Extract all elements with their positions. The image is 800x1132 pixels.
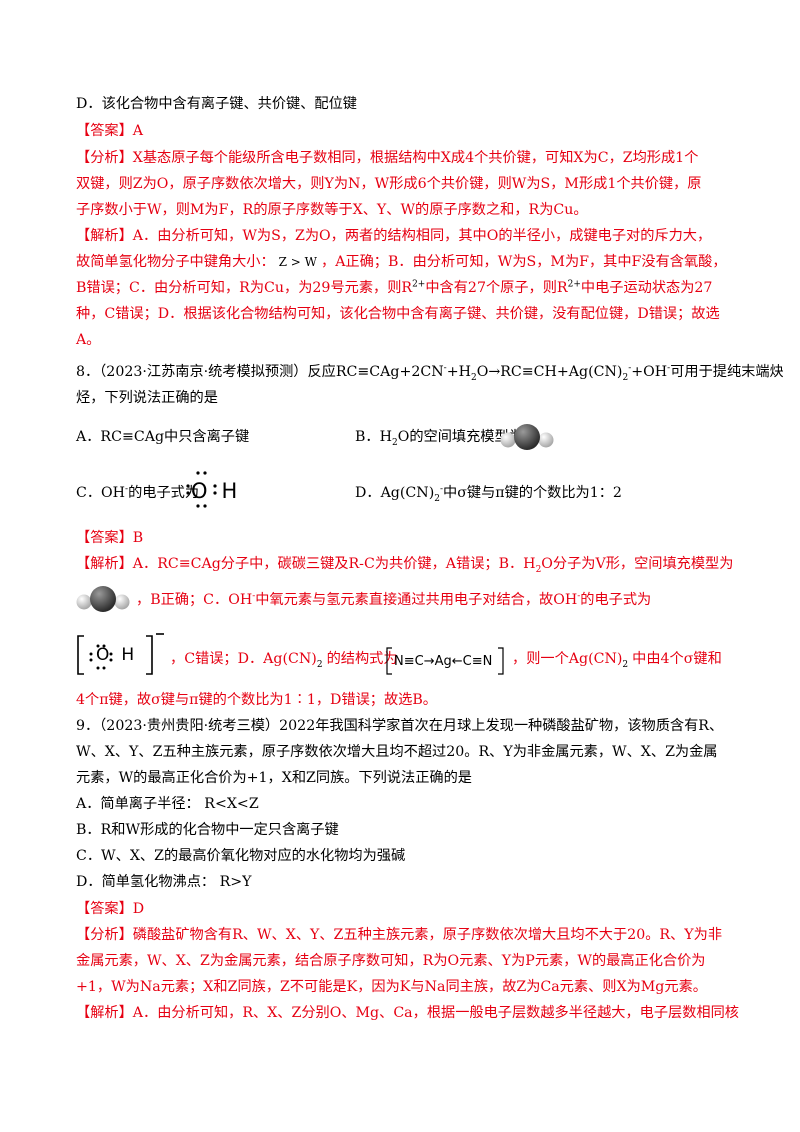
q8-answer: 【答案】B (76, 530, 144, 546)
q7-option-d: D．该化合物中含有离子键、共价键、配位键 (76, 96, 357, 112)
q7-answer: 【答案】A (76, 123, 143, 139)
q7-solution-line2: 故简单氢化物分子中键角大小：Z > W，A正确；B．由分析可知，W为S，M为F，… (76, 254, 727, 270)
q9-option-c: C．W、X、Z的最高价氧化物对应的水化物均为强碱 (76, 848, 406, 864)
q8-solution-line1: 【解析】A．RC≡CAg分子中，碳碳三键及R-C为共价键，A错误；B．H2O分子… (76, 556, 734, 575)
q9-option-b: B．R和W形成的化合物中一定只含离子键 (76, 822, 339, 838)
q9-option-a: A．简单离子半径： R<X<Z (76, 796, 259, 812)
q8-option-c: C．OH-的电子式为 (76, 484, 200, 501)
q9-solution-line1: 【解析】A．由分析可知，R、X、Z分别O、Mg、Ca，根据一般电子层数越多半径越… (76, 1005, 739, 1021)
q9-stem-line1: 9．（2023·贵州贵阳·统考三模）2022年我国科学家首次在月球上发现一种磷酸… (76, 718, 724, 734)
q7-solution-line4: 种，C错误；D．根据该化合物结构可知，该化合物中含有离子键、共价键，没有配位键，… (76, 306, 720, 322)
q8-stem-line2: 烃，下列说法正确的是 (76, 390, 218, 406)
h2o-space-filling-model-icon (500, 424, 554, 450)
electron-dots-icon (186, 471, 217, 508)
agcn2-structure-bracket (386, 647, 504, 675)
q9-analysis-line2: 金属元素，W、X、Z为金属元素，结合原子序数可知，R为O元素、Y为P元素，W的最… (76, 953, 706, 969)
q8-option-a: A．RC≡CAg中只含离子键 (76, 429, 250, 445)
agcn2-structure-text: N≡C→Ag←C≡N (394, 654, 493, 669)
q8-stem-line1: 8．（2023·江苏南京·统考模拟预测）反应RC≡CAg+2CN-+H2O→RC… (76, 363, 784, 383)
h2o-space-filling-model-icon-2 (76, 586, 130, 612)
q7-solution-line1: 【解析】A．由分析可知，W为S，Z为O，两者的结构相同，其中O的半径小，成键电子… (76, 228, 712, 244)
q7-analysis-line3: 子序数小于W，则M为F，R的原子序数等于X、Y、W的原子序数之和，R为Cu。 (76, 202, 588, 218)
q8-solution-line4: 4个π键，故σ键与π键的个数比为1∶1，D错误；故选B。 (76, 692, 437, 708)
q9-option-d: D．简单氢化物沸点： R>Y (76, 874, 252, 890)
q8-option-b: B．H2O的空间填充模型为 (355, 429, 523, 448)
q7-analysis-line1: 【分析】X基态原子每个能级所含电子数相同，根据结构中X成4个共价键，可知X为C，… (76, 150, 699, 166)
q7-analysis-line2: 双键，则Z为O，原子序数依次增大，则Y为N，W形成6个共价键，则W为S，M形成1… (76, 176, 702, 192)
q9-analysis-line1: 【分析】磷酸盐矿物含有R、W、X、Y、Z五种主族元素，原子序数依次增大且均不大于… (76, 927, 723, 943)
q9-stem-line3: 元素，W的最高正化合价为+1，X和Z同族。下列说法正确的是 (76, 770, 472, 786)
q9-analysis-line3: +1，W为Na元素；X和Z同族，Z不可能是K，因为K与Na同主族，故Z为Ca元素… (76, 979, 707, 995)
q7-solution-line5: A。 (76, 332, 101, 348)
q9-answer: 【答案】D (76, 901, 145, 917)
q7-solution-line3: B错误；C．由分析可知，R为Cu，为29号元素，则R2+中含有27个原子，则R2… (76, 279, 713, 296)
q8-solution-line2: ，B正确；C．OH-中氧元素与氢元素直接通过共用电子对结合，故OH-的电子式为 (136, 591, 652, 608)
q9-stem-line2: W、X、Y、Z五种主族元素，原子序数依次增大且均不超过20。R、Y为非金属元素，… (76, 744, 718, 760)
q8-option-d: D．Ag(CN)2-中σ键与π键的个数比为1：2 (355, 484, 622, 504)
oh-bracket-electron-formula (77, 633, 164, 675)
